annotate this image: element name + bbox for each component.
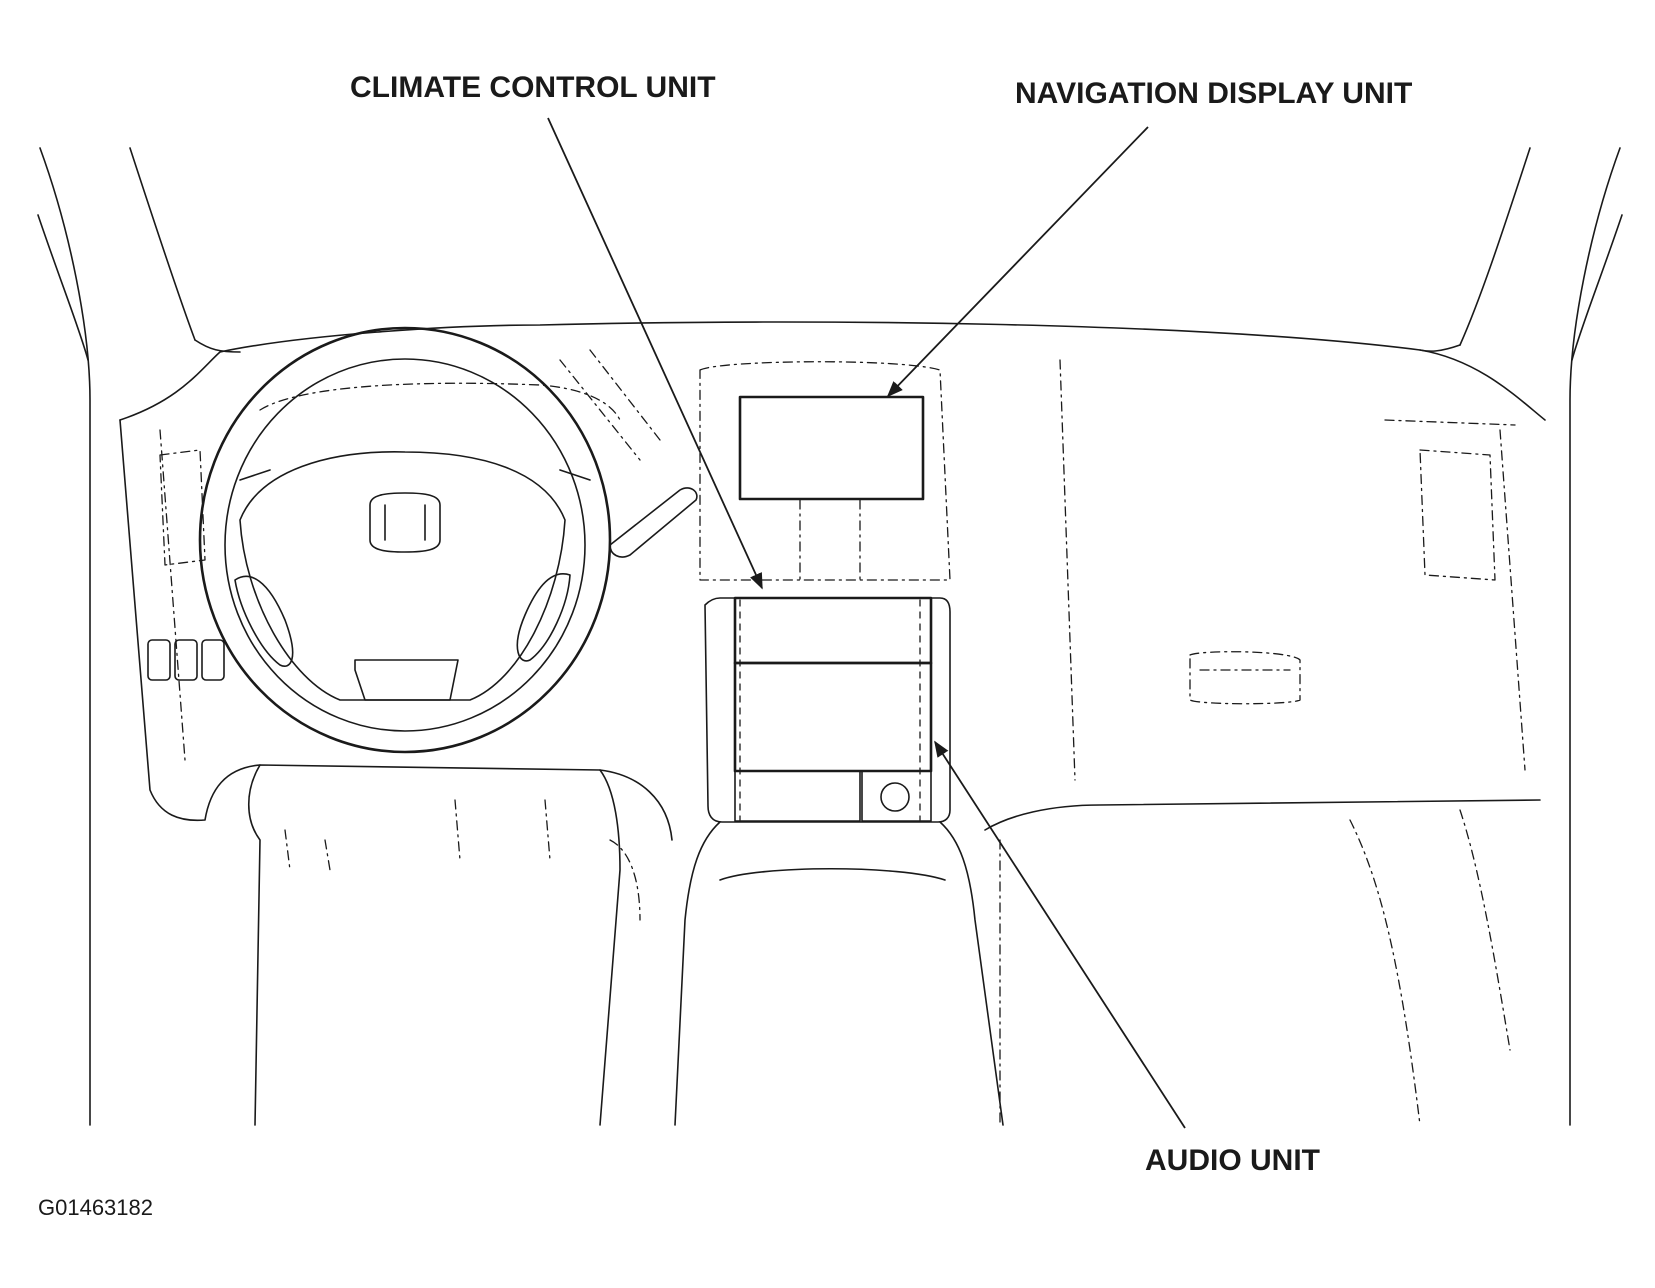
navigation-display-unit	[738, 395, 925, 501]
passenger-floor	[999, 809, 1511, 1126]
dashboard-outline	[119, 321, 1546, 841]
audio-unit	[733, 661, 933, 822]
audio-unit-label: AUDIO UNIT	[1145, 1144, 1320, 1177]
navigation-display-unit-label: NAVIGATION DISPLAY UNIT	[1015, 77, 1412, 110]
driver-seat	[247, 764, 641, 1126]
audio-unit-leader	[934, 740, 1186, 1129]
center-stack	[674, 361, 1004, 1126]
navigation-display-leader	[886, 126, 1149, 398]
left-switches	[147, 639, 225, 681]
instrument-cluster	[259, 349, 661, 461]
steering-wheel	[198, 326, 612, 754]
figure-code: G01463182	[38, 1195, 153, 1220]
passenger-glovebox	[1059, 359, 1301, 781]
left-vent	[159, 449, 206, 566]
turn-signal-stalk	[609, 487, 698, 558]
right-a-pillar	[1459, 147, 1623, 1126]
climate-control-leader	[547, 117, 763, 590]
climate-control-unit-label: CLIMATE CONTROL UNIT	[350, 71, 716, 104]
right-vent	[1384, 419, 1516, 581]
climate-control-unit	[733, 596, 933, 665]
left-a-pillar	[37, 147, 196, 1126]
